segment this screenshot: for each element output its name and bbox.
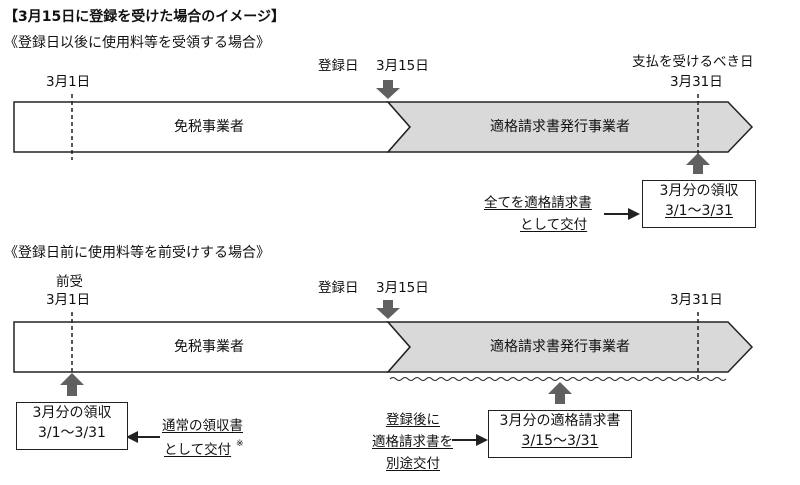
case1-exempt-label: 免税事業者 [174,119,244,135]
case2-receipt-line2: 3/1～3/31 [38,425,106,441]
case1-receipt-line2: 3/1～3/31 [665,203,733,219]
case2-registration-arrow [376,300,400,319]
case1-payment-label: 支払を受けるべき日 [632,54,754,70]
case1-march31-label: 3月31日 [670,74,723,90]
case2-normal-arrow [126,431,138,443]
case2-invoice-line2: 3/15～3/31 [521,433,599,449]
case1-march15-label: 3月15日 [376,58,429,74]
diagram-title: 【3月15日に登録を受けた場合のイメージ】 [4,9,285,25]
case2-after-arrow [476,434,488,446]
case1-receipt-up-arrow [686,153,710,174]
case1-march1-label: 3月1日 [46,74,91,90]
case2-after-line2: 適格請求書を [372,434,453,450]
case1-heading: 《登録日以後に使用料等を受領する場合》 [4,35,270,51]
case2-invoice-up-arrow [548,382,572,404]
case2-normal-mark: ※ [236,439,244,449]
case2-normal-line2: として交付 [164,442,232,458]
case2-march15-label: 3月15日 [376,280,429,296]
case2-normal-line1: 通常の領収書 [162,418,243,434]
case2-receipt-line1: 3月分の領収 [32,405,112,421]
case1-issuer-segment [386,101,754,153]
case2-registration-label: 登録日 [318,280,359,296]
case2-wavy-line [389,377,727,381]
case1-note-line2: として交付 [520,217,588,233]
case1-registration-label: 登録日 [318,58,359,74]
case2-receipt-up-arrow [60,373,84,396]
case2-issuer-label: 適格請求書発行事業者 [490,339,630,355]
case2-after-line3: 別途交付 [386,456,440,472]
case1-receipt-line1: 3月分の領収 [659,183,739,199]
case1-receipt-box: 3月分の領収 3/1～3/31 [642,180,756,228]
case2-after-line1: 登録後に [386,412,440,428]
case1-note-arrow [628,208,640,220]
case2-march31-label: 3月31日 [670,292,723,308]
case2-issuer-segment [386,321,754,373]
case2-march1-label: 3月1日 [46,292,91,308]
case2-invoice-box: 3月分の適格請求書 3/15～3/31 [488,410,632,458]
case1-note-line1: 全てを適格請求書 [484,195,592,211]
case1-issuer-label: 適格請求書発行事業者 [490,119,630,135]
case2-heading: 《登録日前に使用料等を前受けする場合》 [4,245,270,261]
case2-exempt-label: 免税事業者 [174,339,244,355]
case1-registration-arrow [376,80,400,99]
case2-advance-label: 前受 [56,274,83,290]
case2-invoice-line1: 3月分の適格請求書 [499,413,621,429]
case2-receipt-box: 3月分の領収 3/1～3/31 [16,402,128,450]
